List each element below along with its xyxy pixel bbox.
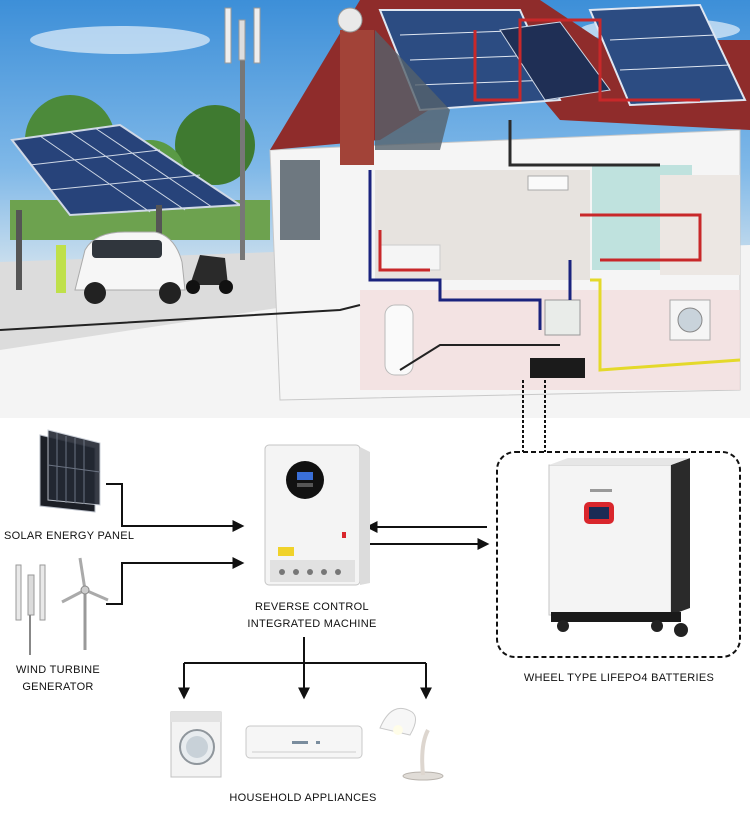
scooter	[186, 255, 233, 294]
appliances-label: HOUSEHOLD APPLIANCES	[229, 792, 377, 804]
machine-label-line2: INTEGRATED MACHINE	[247, 618, 377, 630]
house	[269, 0, 750, 401]
scene-wind-turbine	[224, 7, 261, 260]
house-scene-illustration	[0, 0, 750, 418]
wind-turbine-label-line2: GENERATOR	[22, 681, 94, 693]
wind-to-inverter-line	[106, 557, 245, 605]
washing-machine-icon	[170, 711, 222, 778]
electric-car	[74, 231, 186, 304]
lamp-icon	[379, 708, 444, 781]
machine-label-line1: REVERSE CONTROL	[255, 601, 369, 613]
solar-panel-icon	[39, 429, 101, 513]
inverter-icon	[264, 444, 370, 586]
solar-to-inverter-line	[106, 483, 245, 532]
batteries-label: WHEEL TYPE LIFEPO4 BATTERIES	[523, 672, 715, 684]
solar-panel-label: SOLAR ENERGY PANEL	[4, 530, 135, 542]
air-conditioner-icon	[245, 725, 363, 759]
house-scene	[0, 0, 750, 418]
wind-turbine-icon	[15, 557, 109, 655]
house-wiring	[0, 18, 741, 372]
wind-turbine-label-line1: WIND TURBINE	[15, 664, 101, 676]
battery-icon	[548, 458, 690, 637]
connector-lines	[106, 380, 546, 700]
